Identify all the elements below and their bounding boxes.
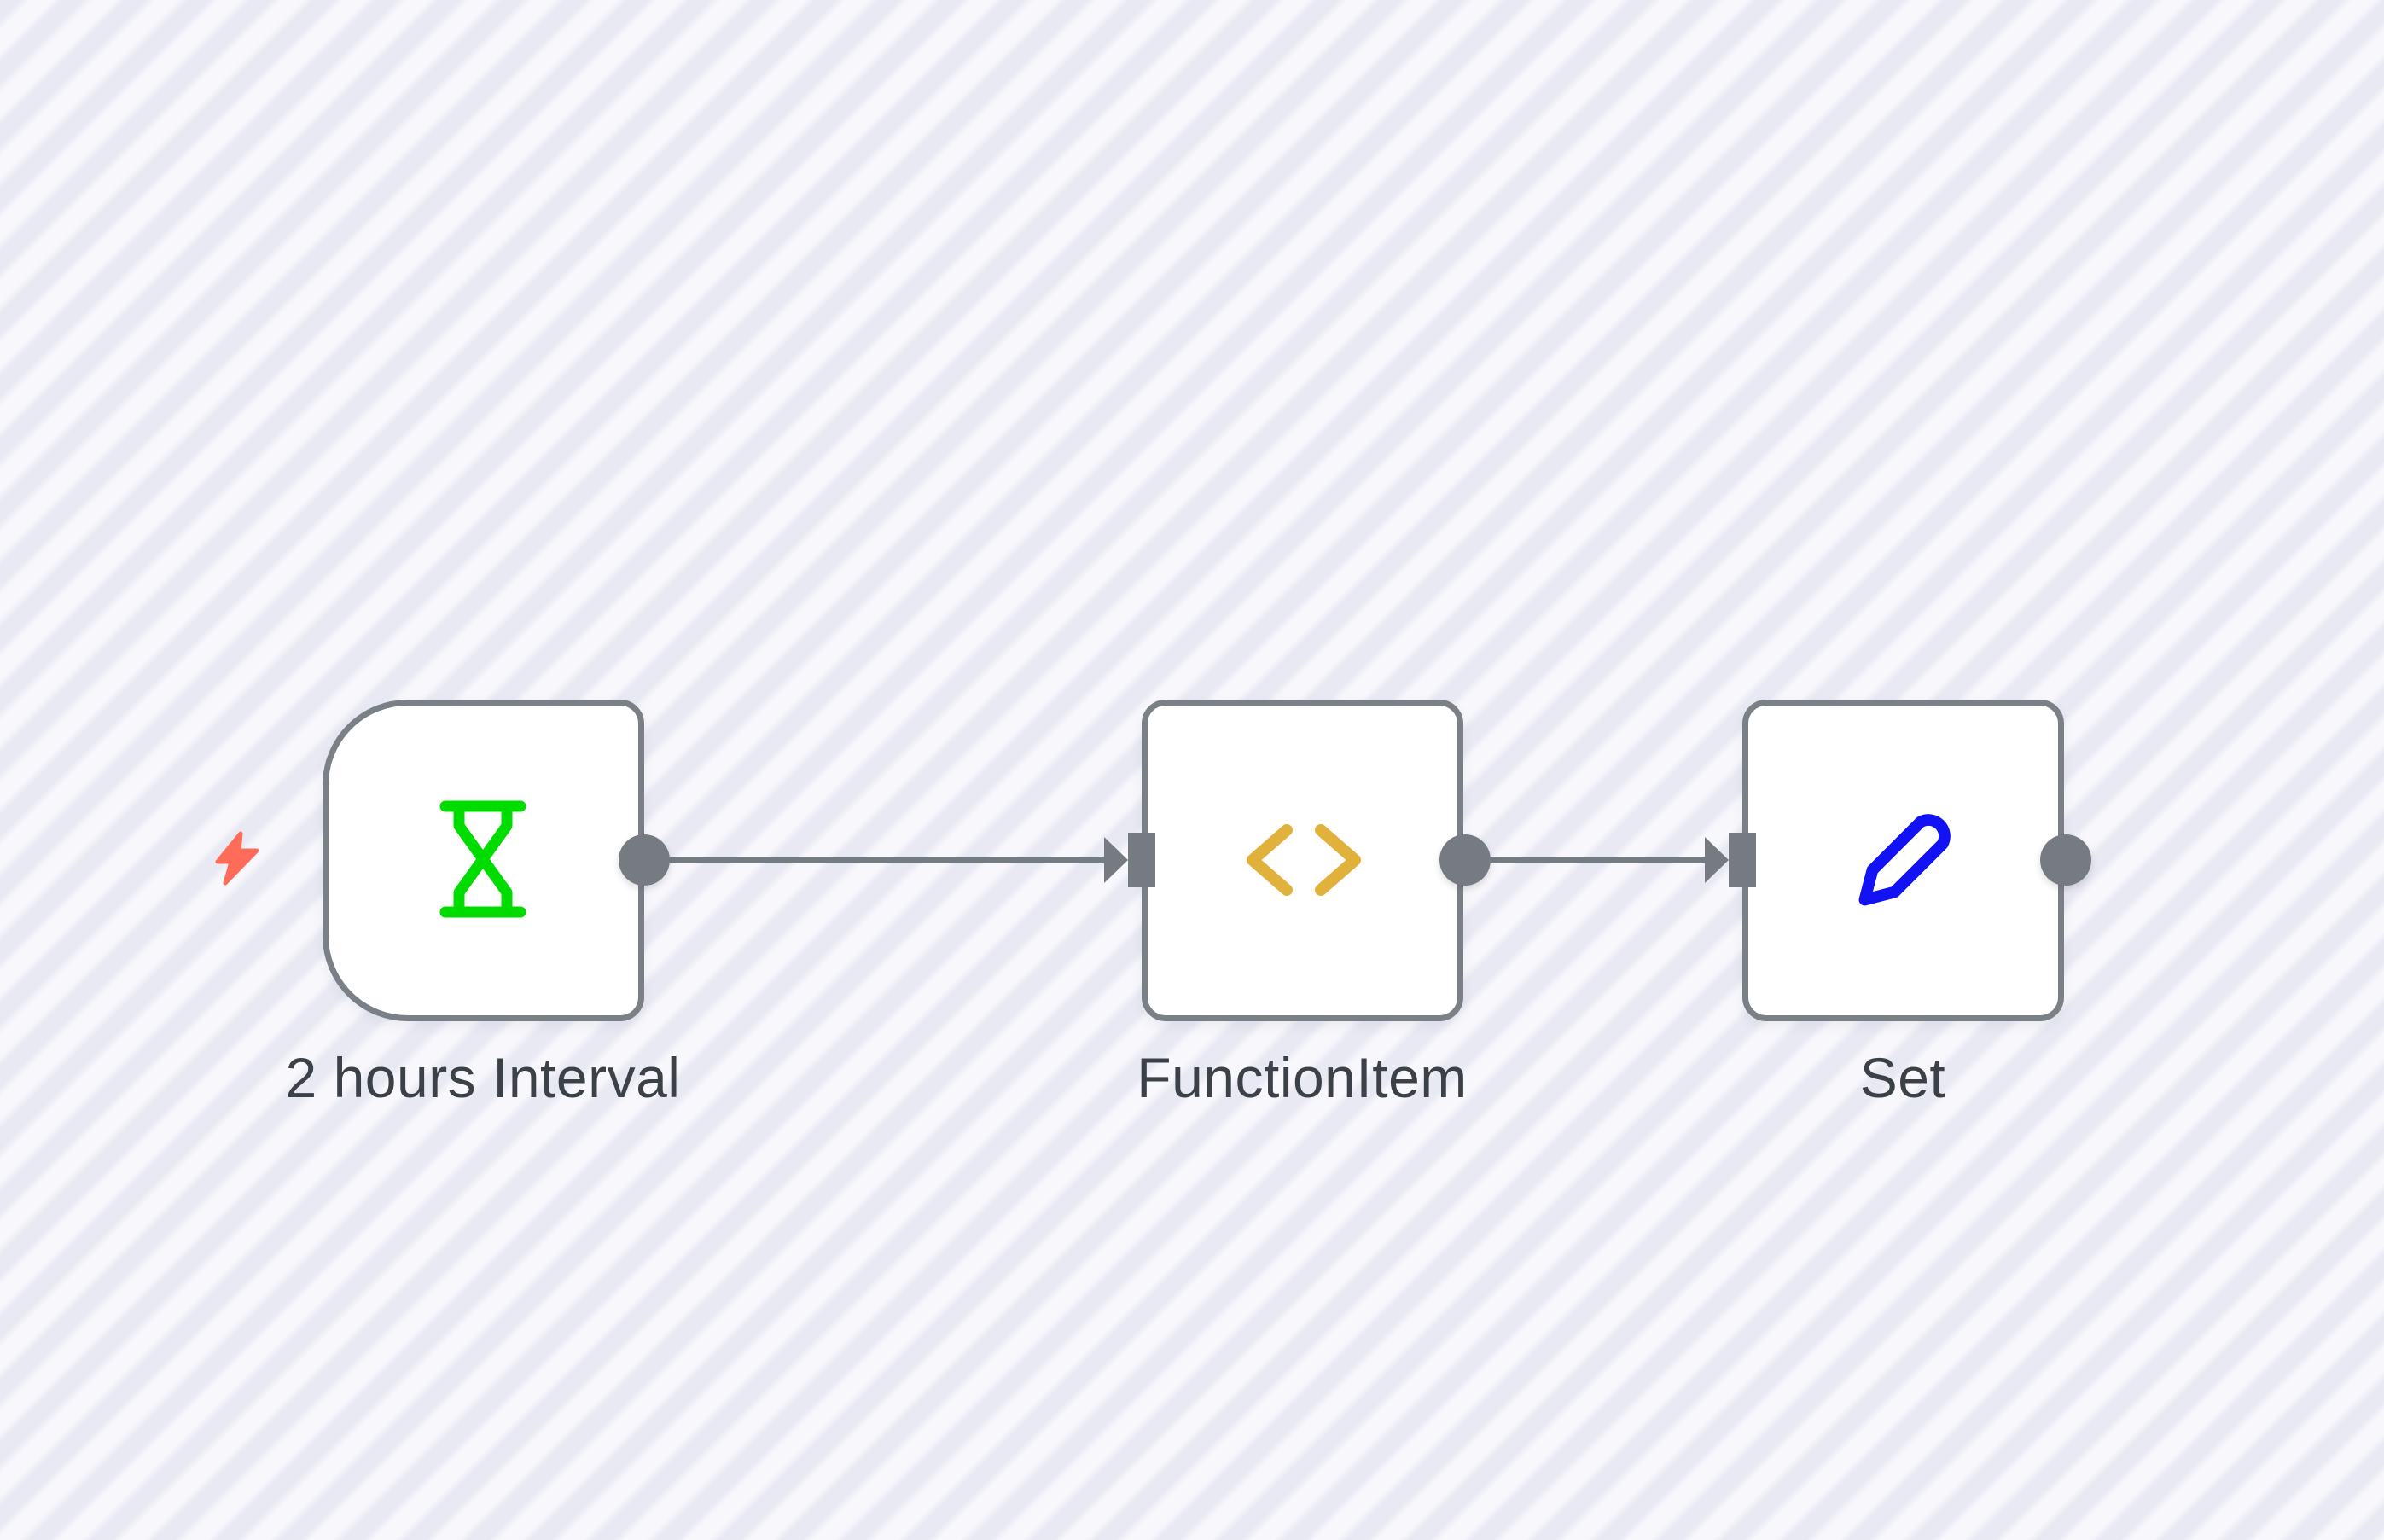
pencil-icon (1858, 814, 1951, 906)
hourglass-icon (439, 800, 526, 918)
node-set[interactable] (1742, 700, 2064, 1021)
output-port-2-hours-interval[interactable] (619, 834, 670, 886)
node-label-functionitem: FunctionItem (1137, 1046, 1468, 1109)
connection-interval-to-functionitem[interactable] (645, 857, 1111, 863)
input-port-functionitem[interactable] (1128, 833, 1155, 887)
input-arrow-functionitem (1104, 837, 1128, 883)
output-port-functionitem[interactable] (1439, 834, 1491, 886)
node-label-set: Set (1859, 1046, 1946, 1109)
output-port-set[interactable] (2040, 834, 2091, 886)
input-arrow-set (1705, 837, 1729, 883)
node-label-2-hours-interval: 2 hours Interval (285, 1046, 681, 1109)
lightning-bolt-icon (215, 831, 259, 886)
code-chevrons-icon (1247, 824, 1361, 896)
input-port-set[interactable] (1729, 833, 1756, 887)
connection-functionitem-to-set[interactable] (1465, 857, 1707, 863)
